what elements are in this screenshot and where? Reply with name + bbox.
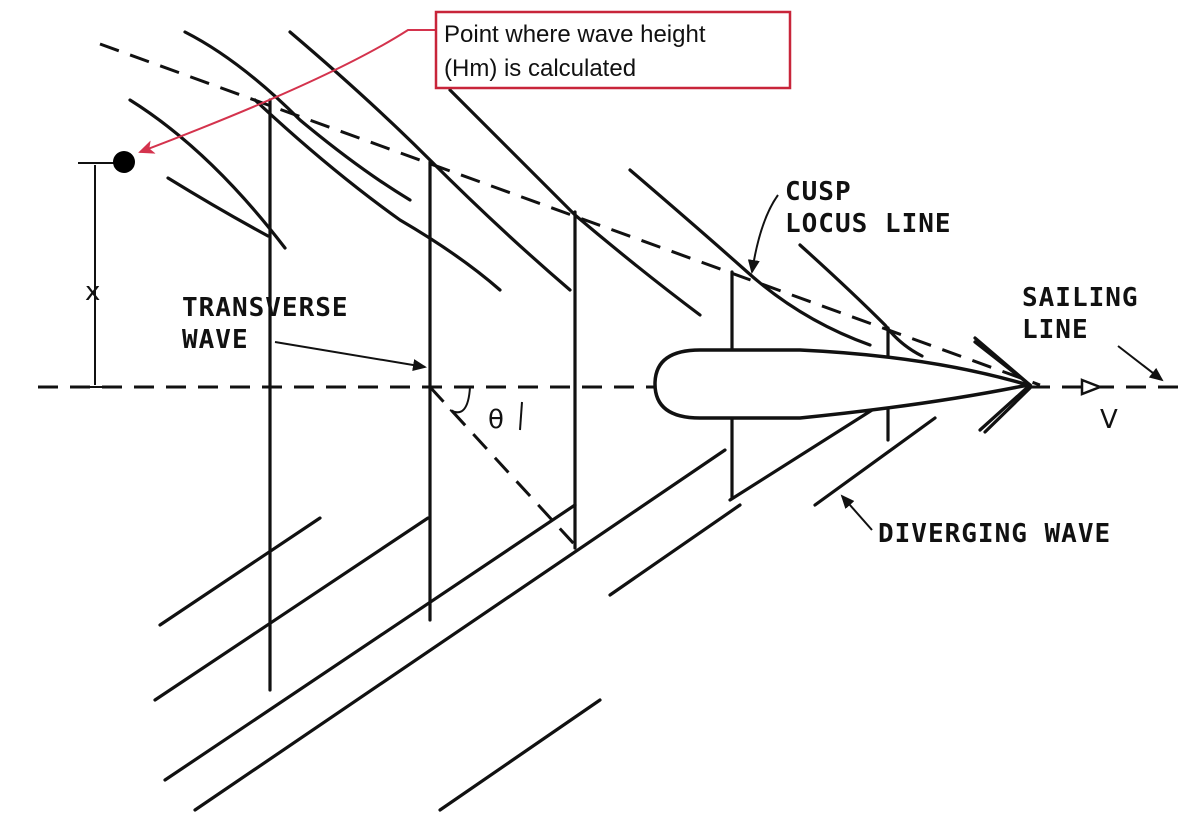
velocity-label: V — [1100, 405, 1118, 435]
sailing-pointer-arrow — [1117, 345, 1164, 382]
cusp-label-line-1: CUSP — [785, 177, 852, 207]
upper-diverging-waves — [128, 30, 1032, 387]
callout-line-1: Point where wave height — [444, 21, 706, 48]
velocity-arrow — [1080, 378, 1104, 396]
sailing-label-line-1: SAILING — [1022, 283, 1139, 313]
bow-wave — [973, 340, 1033, 432]
diverging-pointer-arrow — [840, 494, 873, 531]
diverging-label: DIVERGING WAVE — [878, 519, 1111, 549]
cusp-pointer-arrow — [747, 194, 779, 274]
cusp-label-line-2: LOCUS LINE — [785, 209, 952, 239]
angle-line — [428, 385, 577, 547]
lower-diverging-waves — [153, 386, 1032, 812]
transverse-pointer-arrow — [274, 341, 427, 371]
distance-dimension — [78, 162, 118, 388]
callout-line-2: (Hm) is calculated — [444, 55, 636, 82]
measurement-point — [113, 151, 135, 173]
angle-label: θ — [488, 405, 504, 435]
callout-arrow — [138, 29, 436, 154]
distance-label: x — [85, 277, 100, 307]
transverse-label-line-1: TRANSVERSE — [182, 293, 349, 323]
callout-box — [434, 10, 792, 90]
transverse-waves — [268, 98, 890, 692]
sailing-label-line-2: LINE — [1022, 315, 1089, 345]
angle-tick — [519, 401, 523, 431]
transverse-label-line-2: WAVE — [182, 325, 249, 355]
angle-arc — [449, 386, 471, 414]
ship-hull — [653, 348, 1029, 420]
